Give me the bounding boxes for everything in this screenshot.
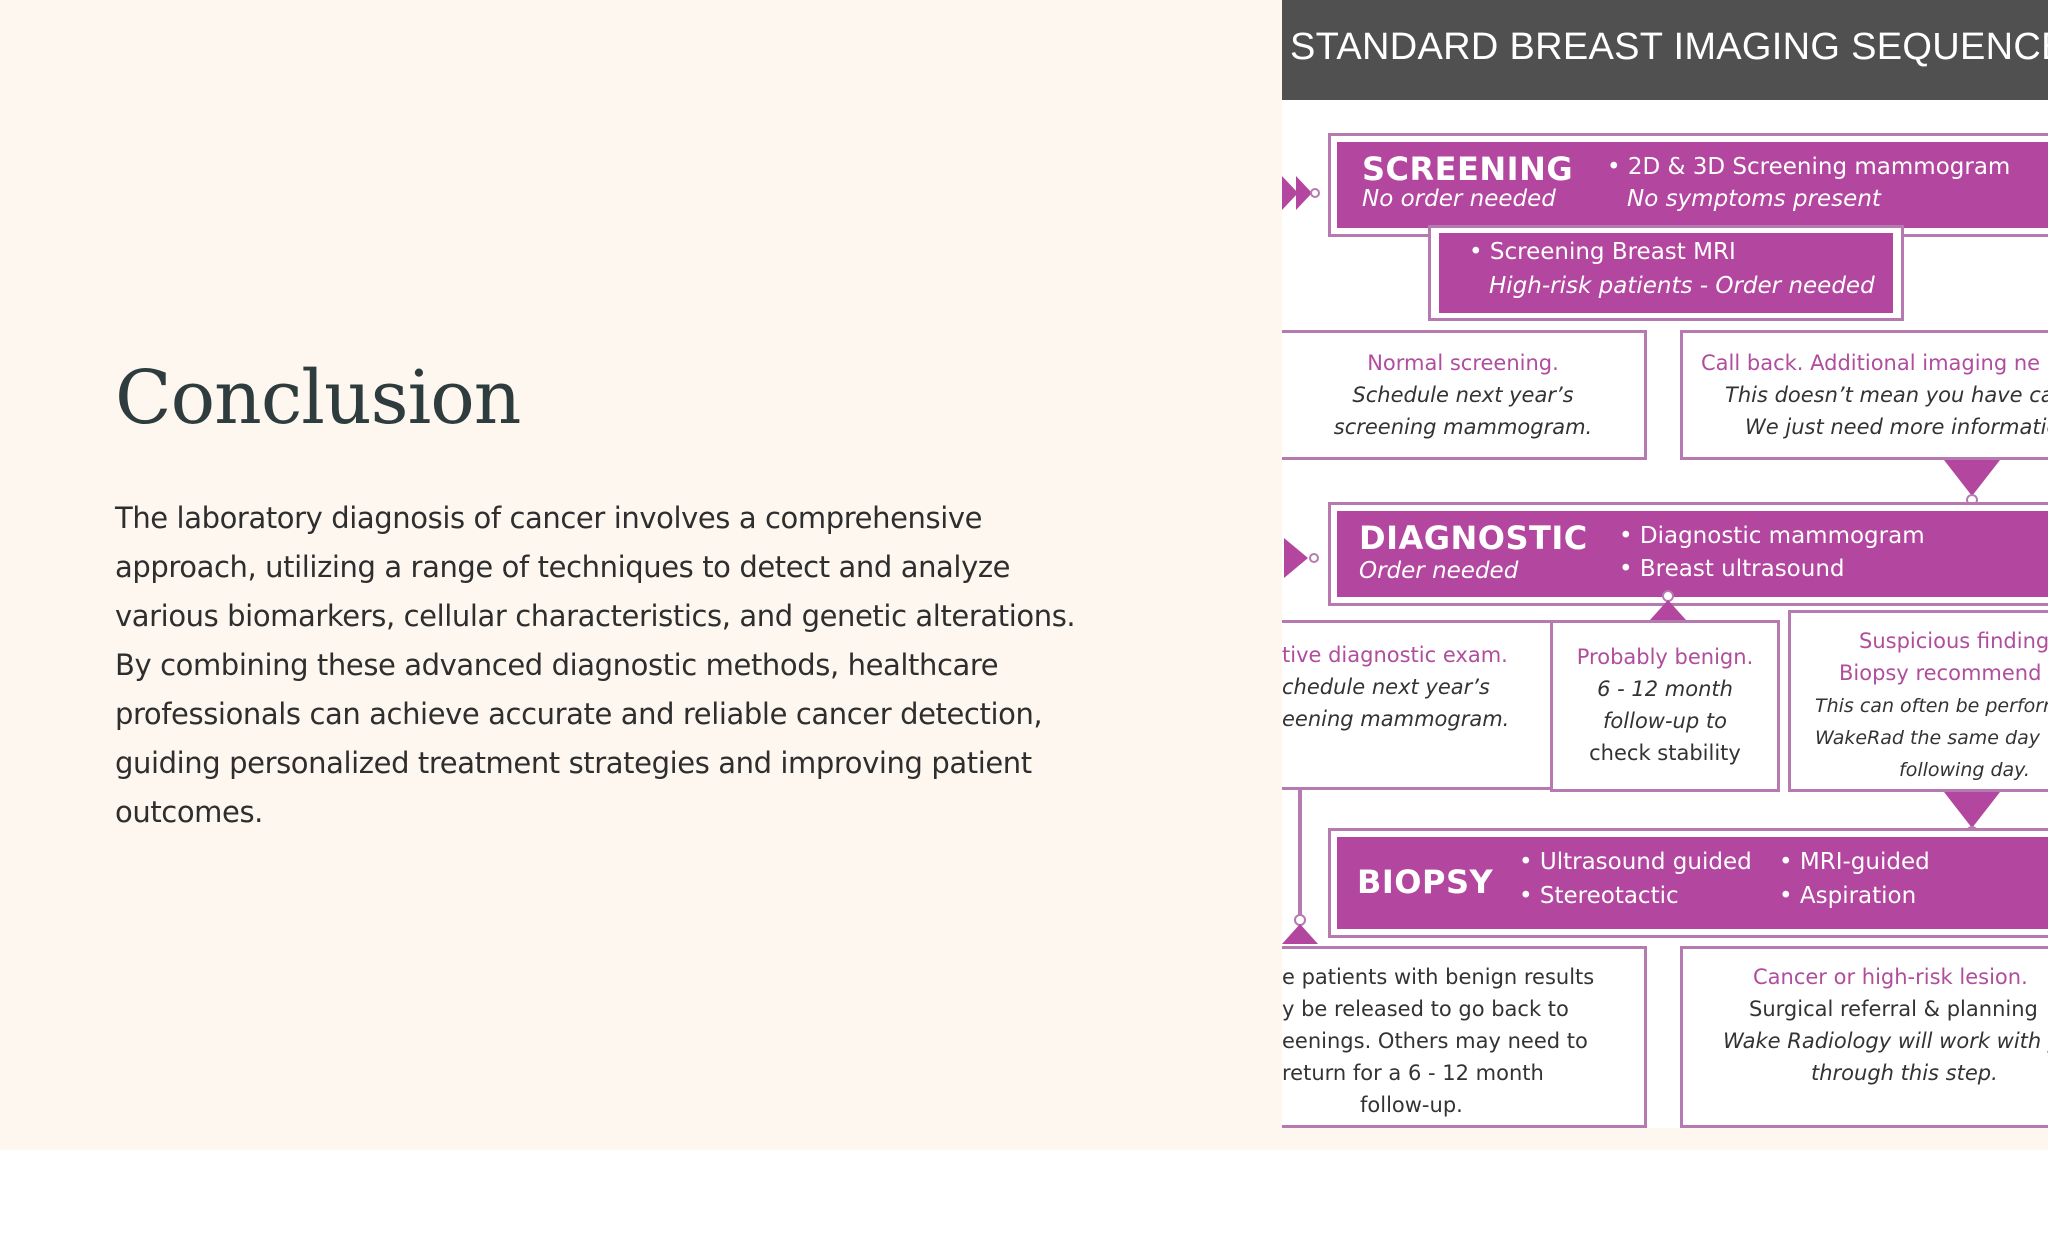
diagnostic-bullet-mammogram: • Diagnostic mammogram xyxy=(1619,523,1925,549)
screening-bullet-note: No symptoms present xyxy=(1627,186,1881,212)
callback-line-1: Call back. Additional imaging ne xyxy=(1701,351,2041,375)
probably-benign-box: Probably benign. 6 - 12 month follow-up … xyxy=(1550,620,1780,792)
screening-subtitle: No order needed xyxy=(1362,186,1556,212)
benign-result-line-4: return for a 6 - 12 month xyxy=(1282,1061,1544,1085)
screening-title: SCREENING xyxy=(1362,150,1574,188)
probably-benign-line-4: check stability xyxy=(1589,741,1741,765)
probably-benign-line-1: Probably benign. xyxy=(1576,645,1754,669)
probably-benign-line-3: follow-up to xyxy=(1603,709,1727,733)
cancer-lesion-box: Cancer or high-risk lesion. Surgical ref… xyxy=(1680,946,2048,1128)
breast-imaging-sequence-image: STANDARD BREAST IMAGING SEQUENCE SCREENI… xyxy=(1282,0,2048,1128)
benign-result-box: e patients with benign results y be rele… xyxy=(1282,946,1647,1128)
benign-result-line-2: y be released to go back to xyxy=(1282,997,1569,1021)
callback-line-3: We just need more informatio xyxy=(1745,415,2048,439)
suspicious-line-4: WakeRad the same day xyxy=(1815,727,2040,749)
screening-bullet-mammogram: • 2D & 3D Screening mammogram xyxy=(1607,154,2011,180)
probably-benign-line-2: 6 - 12 month xyxy=(1597,677,1733,701)
mri-note: High-risk patients - Order needed xyxy=(1489,273,1875,299)
screening-bar: SCREENING No order needed • 2D & 3D Scre… xyxy=(1337,142,2048,228)
benign-result-line-3: eenings. Others may need to xyxy=(1282,1029,1588,1053)
benign-result-line-1: e patients with benign results xyxy=(1282,965,1595,989)
normal-screening-line-3: screening mammogram. xyxy=(1333,415,1593,439)
suspicious-line-5: following day. xyxy=(1899,759,2030,781)
diagnostic-title: DIAGNOSTIC xyxy=(1359,519,1588,557)
suspicious-line-1: Suspicious finding xyxy=(1859,629,2048,653)
image-header-text: STANDARD BREAST IMAGING SEQUENCE xyxy=(1290,26,2048,68)
cancer-line-1: Cancer or high-risk lesion. xyxy=(1753,965,2028,989)
mri-bullet: • Screening Breast MRI xyxy=(1469,239,1736,265)
normal-screening-box: Normal screening. Schedule next year’s s… xyxy=(1282,330,1647,460)
diagnostic-arrow-icon xyxy=(1284,538,1319,578)
negative-exam-line-2: chedule next year’s xyxy=(1282,675,1490,699)
biopsy-bullet-stereotactic: • Stereotactic xyxy=(1519,883,1679,909)
diagnostic-bullet-ultrasound: • Breast ultrasound xyxy=(1619,556,1845,582)
callback-line-2: This doesn’t mean you have can xyxy=(1725,383,2048,407)
diagnostic-bar: DIAGNOSTIC Order needed • Diagnostic mam… xyxy=(1337,511,2048,597)
cancer-line-4: through this step. xyxy=(1811,1061,1998,1085)
biopsy-bullet-aspiration: • Aspiration xyxy=(1779,883,1917,909)
normal-screening-line-2: Schedule next year’s xyxy=(1352,383,1574,407)
biopsy-bar: BIOPSY • Ultrasound guided • Stereotacti… xyxy=(1337,837,2048,929)
cancer-line-2: Surgical referral & planning xyxy=(1749,997,2038,1021)
slide-body-text: The laboratory diagnosis of cancer invol… xyxy=(115,501,1076,829)
diagnostic-up-arrow-icon xyxy=(1650,590,1686,620)
benign-result-line-5: follow-up. xyxy=(1360,1093,1463,1117)
negative-exam-line-3: eening mammogram. xyxy=(1282,707,1510,731)
normal-screening-line-1: Normal screening. xyxy=(1367,351,1559,375)
suspicious-line-3: This can often be perforr xyxy=(1815,695,2048,717)
cancer-line-3: Wake Radiology will work with y xyxy=(1723,1029,2048,1053)
diagnostic-subtitle: Order needed xyxy=(1359,558,1519,584)
slide-title: Conclusion xyxy=(115,355,521,441)
biopsy-title: BIOPSY xyxy=(1357,863,1494,901)
suspicious-line-2: Biopsy recommend xyxy=(1839,661,2042,685)
screening-arrow-icon xyxy=(1282,176,1320,210)
callback-box: Call back. Additional imaging ne This do… xyxy=(1680,330,2048,460)
callback-down-arrow-icon xyxy=(1944,460,2000,506)
mri-bar: • Screening Breast MRI High-risk patient… xyxy=(1439,233,1893,313)
biopsy-bullet-mri: • MRI-guided xyxy=(1779,849,1930,875)
image-header: STANDARD BREAST IMAGING SEQUENCE xyxy=(1282,0,2048,100)
negative-exam-line-1: tive diagnostic exam. xyxy=(1282,643,1508,667)
suspicious-finding-box: Suspicious finding Biopsy recommend This… xyxy=(1788,610,2048,792)
biopsy-left-arrow-icon xyxy=(1282,914,1318,944)
biopsy-bullet-ultrasound: • Ultrasound guided xyxy=(1519,849,1752,875)
